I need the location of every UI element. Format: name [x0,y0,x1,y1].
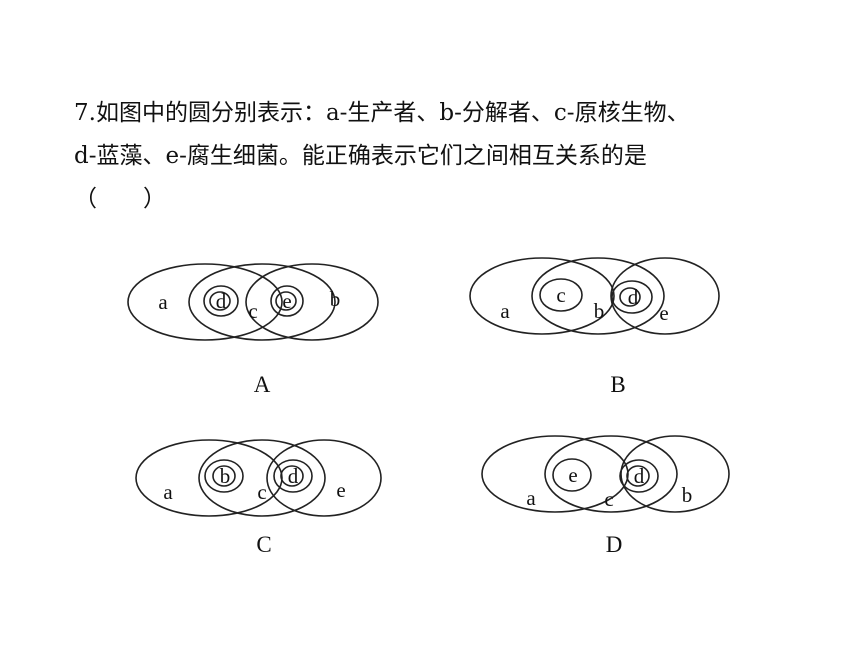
option-b-label-c: c [556,283,565,307]
option-a-circle-b [245,263,379,341]
option-b-diagram [469,257,720,335]
option-b-inner-d-ring [619,287,641,307]
option-b-inner-c [539,278,583,312]
option-a-label-d: d [216,289,227,313]
option-b-label-b: b [594,299,605,323]
option-a-label-e: e [282,289,291,313]
option-c-inner-d-ring [280,465,304,487]
option-d-label-e: e [568,463,577,487]
option-d-inner-d [619,459,659,493]
option-d-diagram [481,435,730,513]
option-a-letter: A [254,372,271,397]
option-d-inner-e [552,458,592,492]
option-c-label-a: a [163,480,173,504]
option-d-letter: D [606,532,623,557]
option-c-diagram [135,439,382,517]
option-a-inner-e [270,285,304,317]
option-d-label-b: b [682,483,693,507]
option-b-label-a: a [500,299,510,323]
question-line-2: d-蓝藻、e-腐生细菌。能正确表示它们之间相互关系的是 [74,143,647,169]
option-b-circle-e [610,257,720,335]
option-a-inner-d-ring [209,291,231,311]
option-a-inner-e-ring [275,291,297,311]
option-c-label-e: e [336,478,345,502]
option-c-inner-d [273,459,313,493]
option-b-inner-d [611,280,653,314]
option-a-circle-a [127,263,283,341]
option-a-label-a: a [158,290,168,314]
option-b-letter: B [610,372,625,397]
option-c-inner-b [204,459,244,493]
option-d-label-a: a [526,486,536,510]
option-b-circle-a [469,257,615,335]
option-a-inner-d [203,285,239,317]
option-b-circle-b [531,257,665,335]
option-c-circle-c [198,439,326,517]
option-b-label-e: e [659,301,668,325]
option-a-diagram [127,263,379,341]
option-a-circle-c [188,263,336,341]
option-d-inner-d-ring [626,465,650,487]
option-c-inner-b-ring [212,465,236,487]
option-d-label-d: d [634,464,645,488]
option-d-label-c: c [604,487,613,511]
question-line-3: （ ） [74,186,166,212]
option-b-label-d: d [628,285,639,309]
option-a-label-b: b [330,287,341,311]
option-a-label-c: c [248,299,257,323]
option-c-circle-e [266,439,382,517]
option-c-label-c: c [257,480,266,504]
option-c-label-b: b [220,464,231,488]
option-c-letter: C [256,532,271,557]
question-text: 7.如图中的圆分别表示：a-生产者、b-分解者、c-原核生物、 d-蓝藻、e-腐… [74,92,834,221]
option-d-circle-c [544,435,678,513]
question-line-1: 7.如图中的圆分别表示：a-生产者、b-分解者、c-原核生物、 [74,100,690,126]
option-c-label-d: d [288,464,299,488]
option-d-circle-b [620,435,730,513]
option-c-circle-a [135,439,283,517]
